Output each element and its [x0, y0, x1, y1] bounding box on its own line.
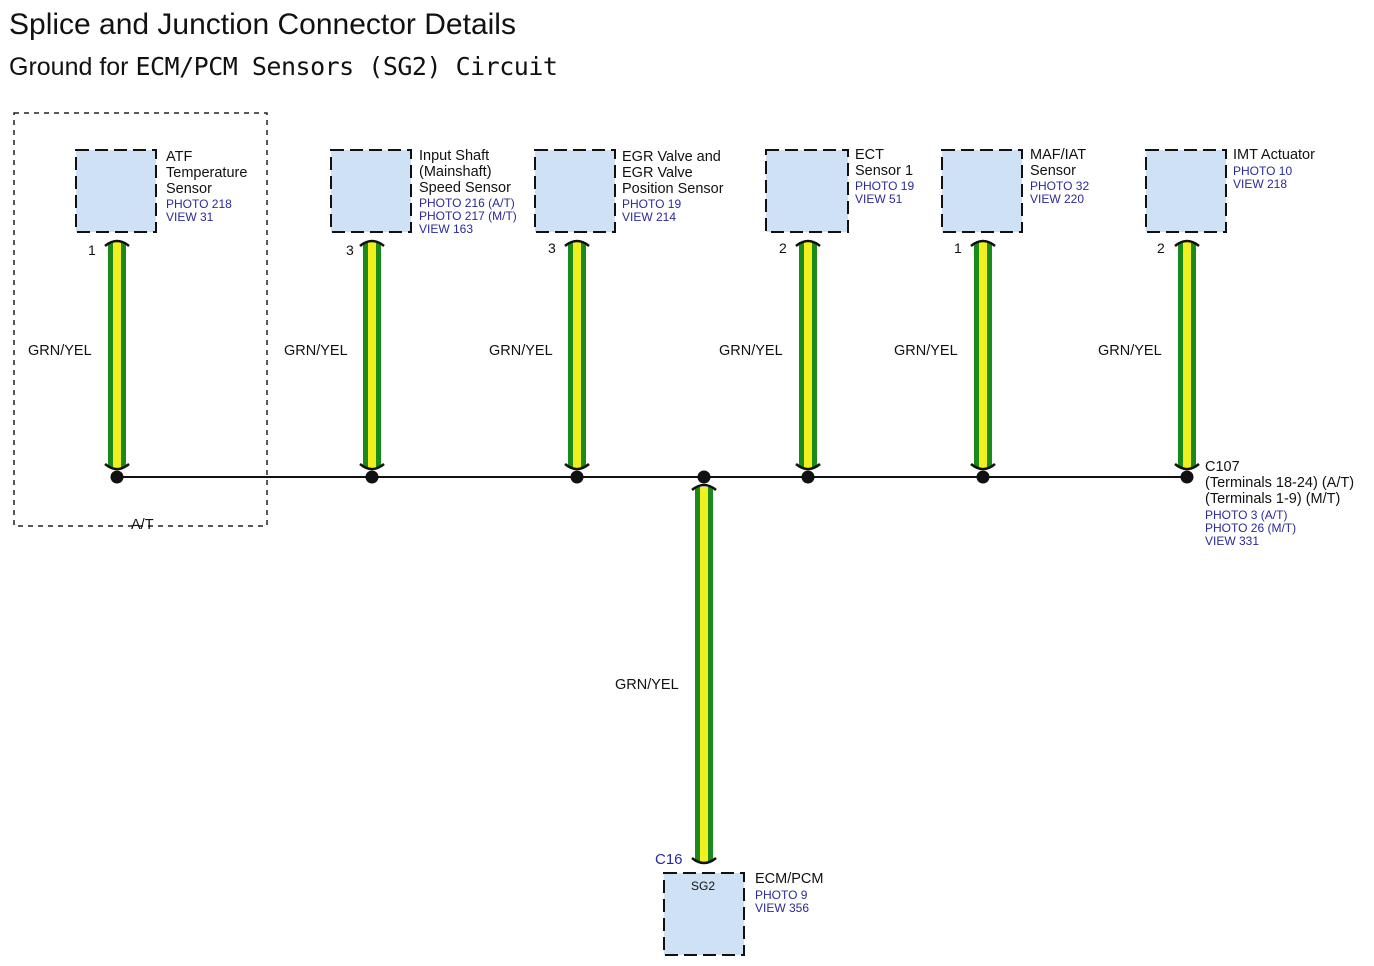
egr-pin: 3 — [548, 240, 556, 256]
junction-refs[interactable]: PHOTO 3 (A/T)PHOTO 26 (M/T)VIEW 331 — [1205, 508, 1297, 548]
atf-pin: 1 — [88, 242, 96, 258]
connector-ecm — [663, 872, 745, 956]
at-region-outline — [13, 112, 268, 527]
connector-egr — [534, 149, 616, 233]
imt-label: IMT Actuator — [1233, 147, 1315, 163]
iss-pin: 3 — [346, 242, 354, 258]
page-subtitle: Ground for ECM/PCM Sensors (SG2) Circuit — [9, 52, 558, 81]
maf-wire-label: GRN/YEL — [894, 343, 958, 359]
ecm-connector-code: C16 — [655, 851, 683, 868]
wire-egr — [568, 242, 586, 467]
ecm-label: ECM/PCM — [755, 871, 824, 887]
imt-pin: 2 — [1157, 240, 1165, 256]
egr-wire-label: GRN/YEL — [489, 343, 553, 359]
connector-atf — [75, 149, 157, 233]
imt-wire-label: GRN/YEL — [1098, 343, 1162, 359]
wire-ecm — [695, 487, 713, 862]
connector-ect — [765, 149, 849, 233]
ecm-wire-label: GRN/YEL — [615, 677, 679, 693]
page-title: Splice and Junction Connector Details — [9, 8, 516, 41]
maf-pin: 1 — [954, 240, 962, 256]
wire-imt — [1178, 242, 1196, 467]
junction-label: C107(Terminals 18-24) (A/T)(Terminals 1-… — [1205, 459, 1355, 507]
iss-label: Input Shaft(Mainshaft)Speed Sensor — [419, 148, 511, 196]
connector-iss — [330, 149, 412, 233]
iss-refs[interactable]: PHOTO 216 (A/T)PHOTO 217 (M/T)VIEW 163 — [419, 196, 517, 236]
wire-iss — [363, 242, 381, 467]
splice-points — [110, 470, 1194, 484]
connector-imt — [1145, 149, 1227, 233]
at-region-label: A/T — [131, 517, 154, 533]
iss-wire-label: GRN/YEL — [284, 343, 348, 359]
connector-maf — [941, 149, 1023, 233]
ect-wire-label: GRN/YEL — [719, 343, 783, 359]
ecm-pin-code: SG2 — [691, 879, 716, 893]
wire-atf — [108, 242, 126, 467]
wire-maf — [974, 242, 992, 467]
atf-wire-label: GRN/YEL — [28, 343, 92, 359]
ect-pin: 2 — [779, 240, 787, 256]
wire-ect — [799, 242, 817, 467]
terminal-caps — [104, 239, 1200, 865]
